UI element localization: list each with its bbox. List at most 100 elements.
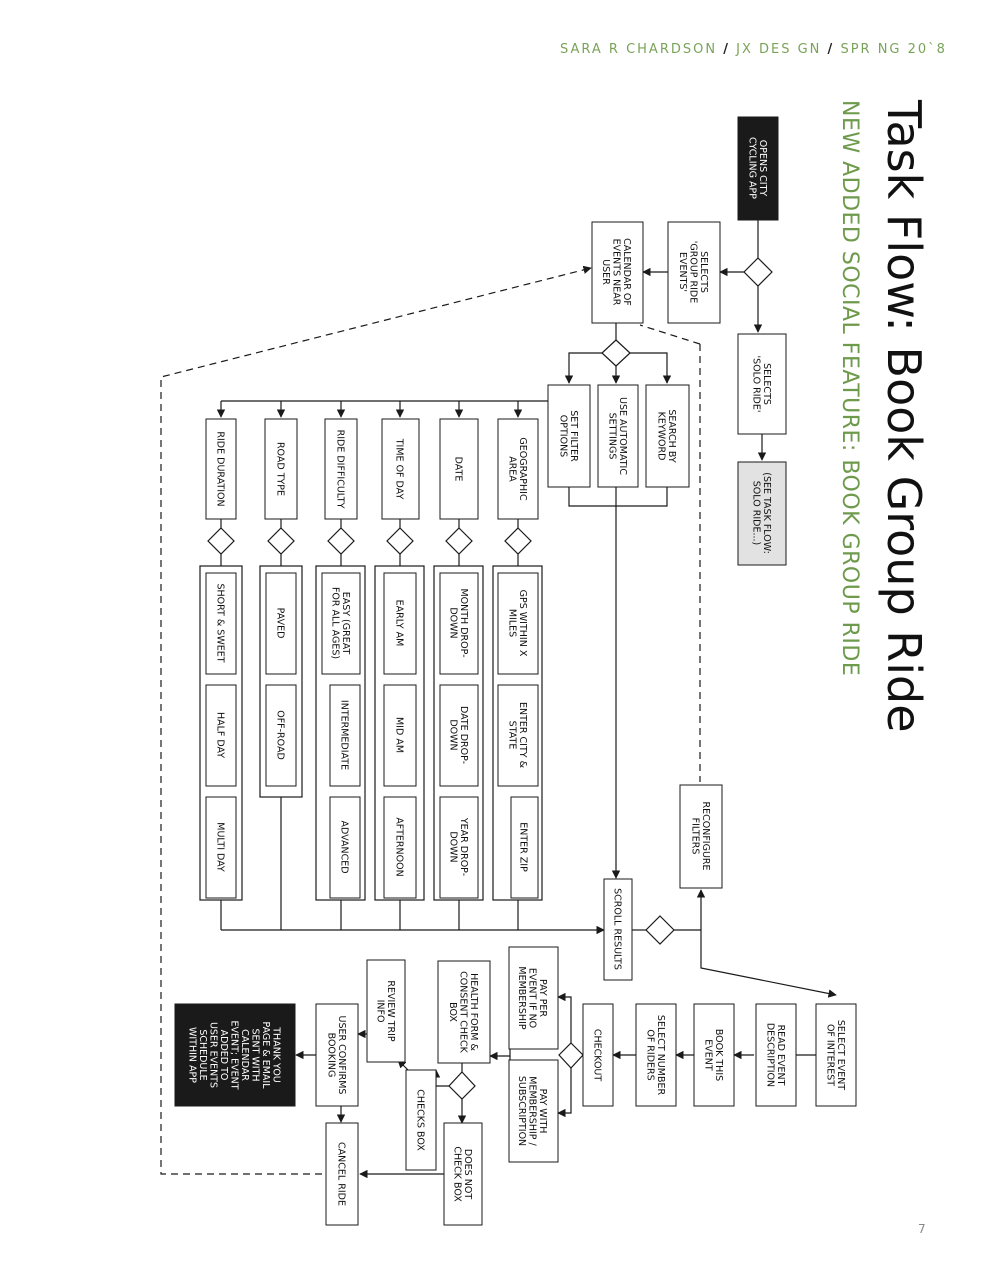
node-label-line: CONSENT CHECK (458, 971, 469, 1054)
decision-diamonds (207, 257, 773, 1100)
node-label: SCROLL RESULTS (612, 888, 623, 970)
node-label-line: SOLO RIDE...) (750, 481, 761, 545)
node-advanced: ADVANCED (329, 796, 361, 899)
node-see-task-flow: (SEE TASK FLOW:SOLO RIDE...) (737, 461, 787, 566)
node-label-line: RIDE DURATION (215, 431, 226, 506)
connector (557, 1068, 572, 1118)
decision-diamond (445, 527, 473, 555)
node-label-line: YEAR DROP- (458, 817, 469, 876)
node-label-line: ADVANCED (339, 820, 350, 873)
node-label: SHORT & SWEET (215, 583, 226, 662)
node-label: SELECT NUMBEROF RIDERS (644, 1015, 666, 1096)
node-label-line: SCROLL RESULTS (612, 888, 623, 970)
node-label-line: SELECTS (761, 363, 772, 405)
node-label-line: RIDE DIFFICULTY (335, 430, 346, 509)
node-label-line: CALENDAR OF (621, 238, 632, 306)
node-label: ROAD TYPE (275, 442, 286, 496)
node-label-line: OPTIONS (557, 415, 568, 457)
node-label-line: FILTERS (689, 818, 700, 855)
node-label: RIDE DIFFICULTY (335, 430, 346, 509)
connector (630, 352, 672, 384)
node-does-not-check: DOES NOTCHECK BOX (443, 1122, 483, 1226)
node-label-line: FOR ALL AGES) (329, 587, 340, 659)
node-label-line: CHECKOUT (592, 1029, 603, 1082)
node-label: OFF-ROAD (275, 710, 286, 760)
node-label-line: SELECT NUMBER (655, 1015, 666, 1096)
node-label-line: CYCLING APP (746, 137, 757, 199)
node-label: READ EVENTDESCRIPTION (764, 1023, 786, 1087)
connector (568, 487, 616, 507)
node-label: USER CONFIRMSBOOKING (325, 1016, 347, 1095)
node-label: PAY PEREVENT IF NOMEMBERSHIP (516, 966, 548, 1029)
node-label-line: BOOKING (325, 1033, 336, 1078)
node-label-line: MULTI DAY (215, 822, 226, 872)
node-label: EARLY AM (394, 600, 405, 647)
node-label-line: OF RIDERS (644, 1029, 655, 1080)
node-label: EASY (GREATFOR ALL AGES) (329, 587, 351, 659)
node-label: SELECTS'GROUP RIDEEVENTS' (677, 241, 709, 303)
page-subtitle: NEW ADDED SOCIAL FEATURE: BOOK GROUP RID… (837, 100, 862, 676)
node-label-line: MILES (506, 609, 517, 637)
node-label: TIME OF DAY (394, 438, 405, 500)
node-geo-area: GEOGRAPHICAREA (497, 418, 539, 520)
subtitle-group: NEW ADDED SOCIAL FEATURE: BOOK GROUP RID… (837, 100, 862, 676)
option-group-time (374, 565, 425, 901)
node-label: OPENS CITYCYCLING APP (746, 137, 768, 199)
node-opens-app: OPENS CITYCYCLING APP (737, 116, 779, 221)
node-label-line: SCHEDULE (197, 1029, 208, 1080)
node-label: (SEE TASK FLOW:SOLO RIDE...) (750, 472, 772, 554)
node-ride-duration: RIDE DURATION (205, 418, 237, 520)
node-label-line: CANCEL RIDE (336, 1142, 347, 1206)
node-zip: ENTER ZIP (510, 796, 539, 899)
node-label: MID AM (394, 717, 405, 753)
page-header: SARA R CHARDSON / JX DES GN / SPR NG 20`… (560, 42, 945, 57)
node-label-line: DOWN (447, 607, 458, 638)
node-afternoon: AFTERNOON (383, 796, 417, 899)
option-group-date (433, 565, 484, 901)
node-label-line: SENT WITH (250, 1028, 261, 1081)
node-label: CALENDAR OFEVENTS NEARUSER (600, 238, 632, 306)
node-time-of-day: TIME OF DAY (381, 418, 420, 520)
title-group: Task Flow: Book Group Ride (877, 99, 931, 733)
node-label: MONTH DROP-DOWN (447, 588, 469, 657)
dashed-loop-reconfigure (639, 324, 701, 345)
node-label-line: MONTH DROP- (458, 588, 469, 657)
node-label: RECONFIGUREFILTERS (689, 801, 711, 870)
node-search-keyword: SEARCH BYKEYWORD (645, 384, 690, 488)
node-label-line: GEOGRAPHIC (517, 437, 528, 501)
connector (489, 1030, 511, 1061)
dashed-loop-cancel (160, 265, 592, 1175)
connector (557, 992, 572, 1043)
page-title: Task Flow: Book Group Ride (877, 99, 931, 733)
node-label-line: CALENDAR (239, 1029, 250, 1081)
node-label-line: SHORT & SWEET (215, 583, 226, 662)
node-read-description: READ EVENTDESCRIPTION (755, 1003, 797, 1107)
node-reconfigure: RECONFIGUREFILTERS (679, 784, 723, 889)
connector (431, 1069, 449, 1087)
node-label-line: DOWN (447, 831, 458, 862)
node-label-line: THANK YOU (271, 1026, 282, 1083)
node-review-trip: REVIEW TRIPINFO (366, 959, 406, 1063)
node-label: ENTER ZIP (518, 822, 529, 872)
node-year-dropdown: YEAR DROP-DOWN (439, 796, 479, 899)
node-label-line: EVENT (702, 1039, 713, 1071)
node-calendar: CALENDAR OFEVENTS NEARUSER (591, 221, 644, 324)
node-label: ENTER CITY &STATE (506, 702, 528, 769)
node-label: HALF DAY (215, 712, 226, 758)
node-label: HEALTH FORM &CONSENT CHECKBOX (447, 971, 479, 1054)
node-label-line: SELECT EVENT (835, 1020, 846, 1090)
node-label-line: REVIEW TRIP (385, 980, 396, 1042)
node-label-line: SET FILTER (568, 410, 579, 462)
header-separator: / (827, 42, 835, 57)
connector (564, 352, 602, 384)
node-city-state: ENTER CITY &STATE (497, 684, 539, 787)
node-label-line: TIME OF DAY (394, 438, 405, 500)
node-off-road: OFF-ROAD (265, 684, 297, 787)
node-selects-group: SELECTS'GROUP RIDEEVENTS' (667, 221, 721, 324)
node-label: RIDE DURATION (215, 431, 226, 506)
node-label: CHECKS BOX (415, 1089, 426, 1151)
node-label-line: READ EVENT (775, 1025, 786, 1086)
node-label-line: WITHIN APP (187, 1027, 198, 1083)
decision-diamond (504, 527, 532, 555)
option-group-geographic (492, 565, 543, 901)
